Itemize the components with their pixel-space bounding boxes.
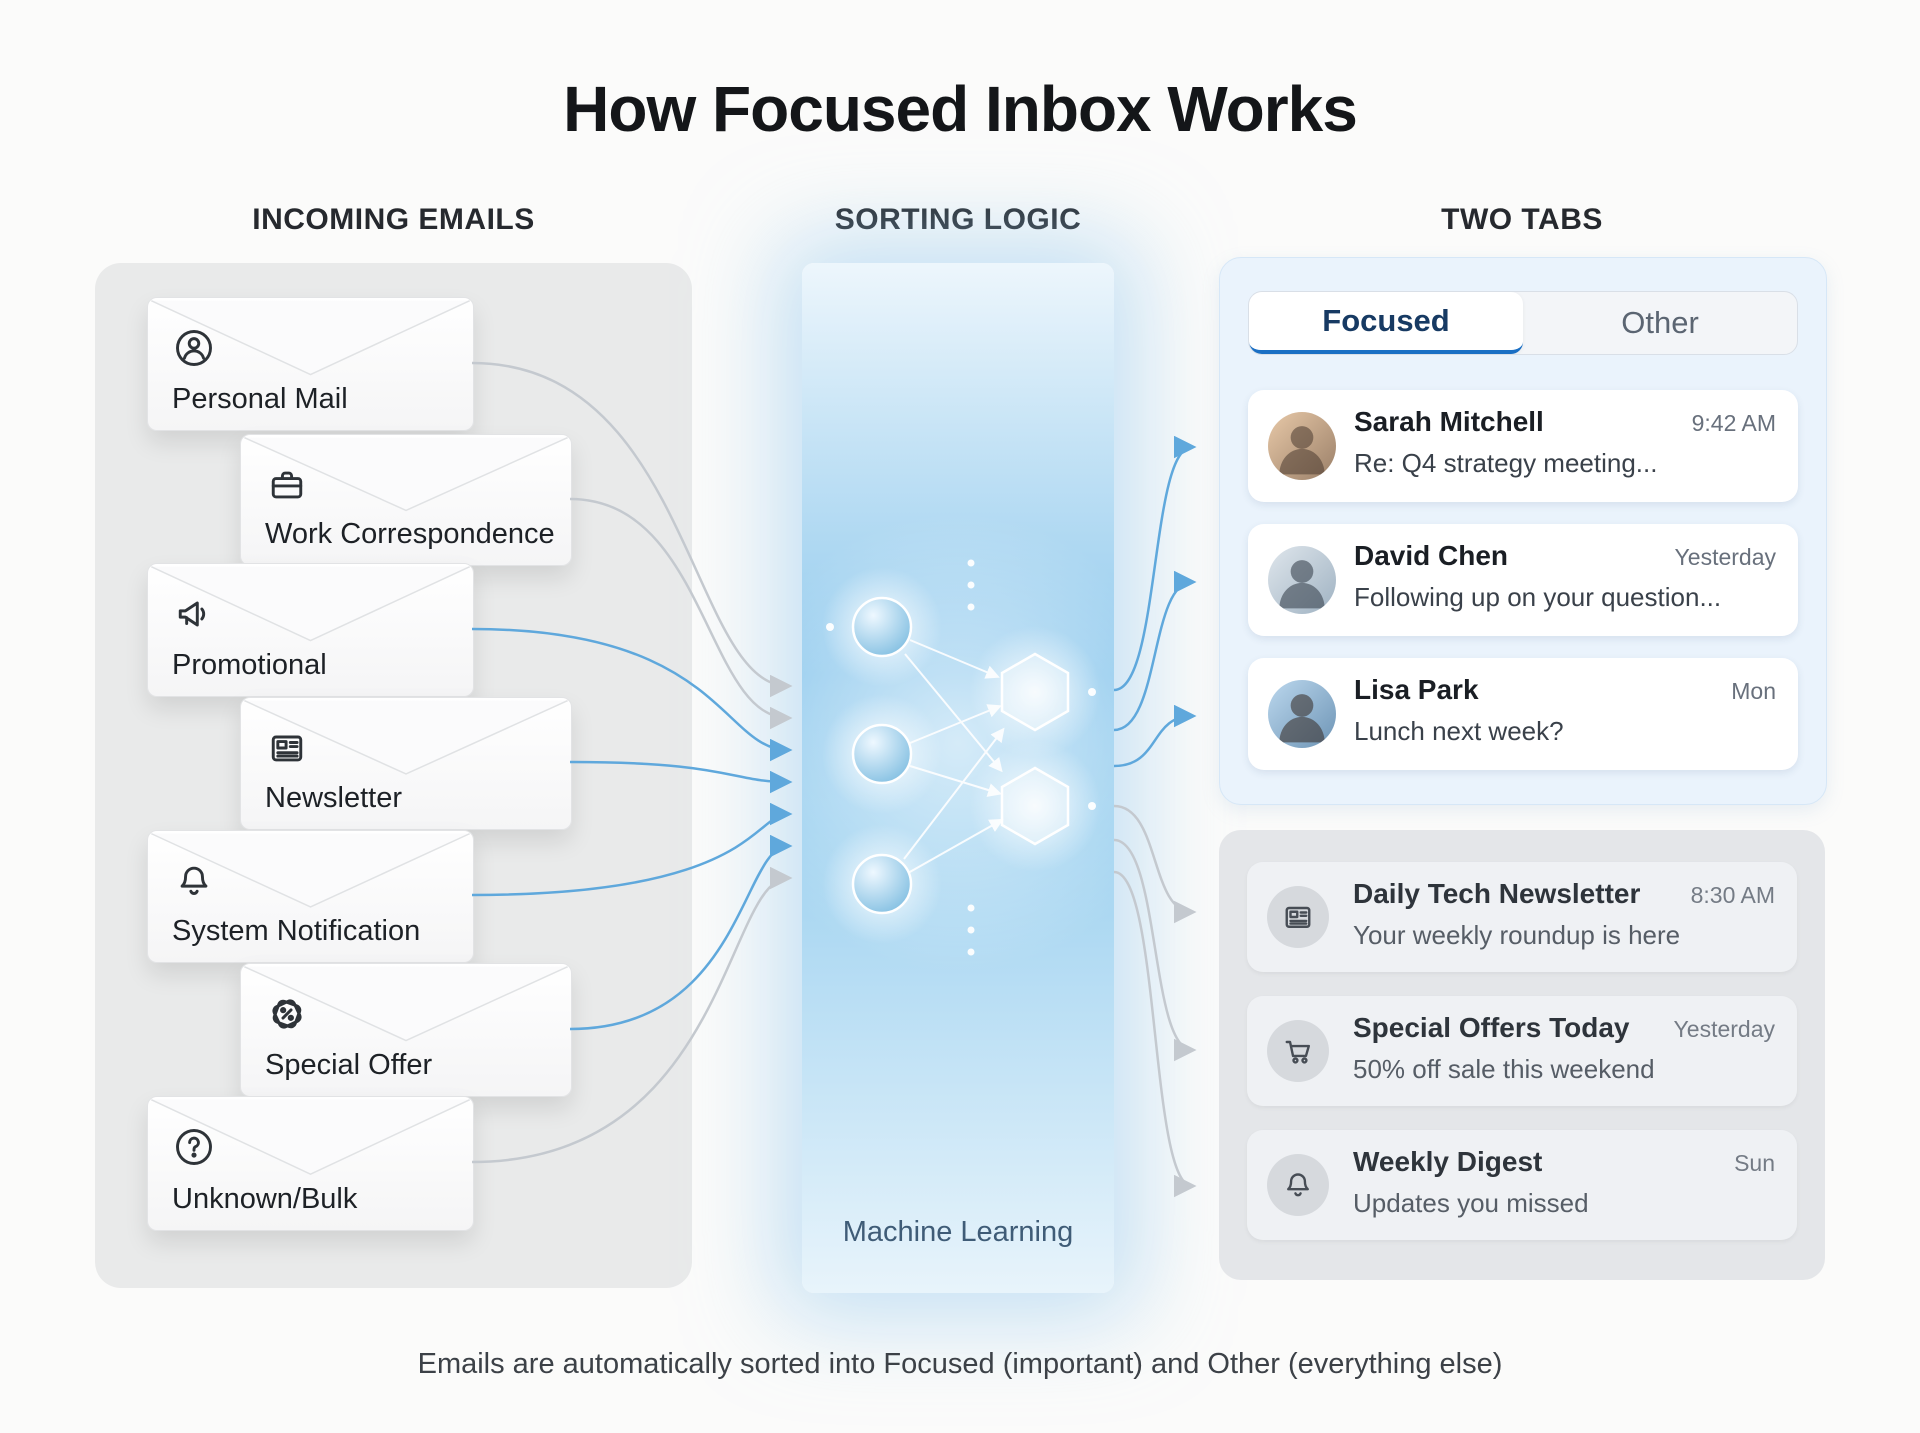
bell-icon — [172, 859, 216, 903]
person-icon — [172, 326, 216, 370]
email-category-label: Work Correspondence — [265, 518, 555, 550]
envelope-flap — [148, 1097, 473, 1230]
incoming-emails-header: INCOMING EMAILS — [252, 203, 535, 236]
megaphone-icon — [172, 592, 216, 636]
email-subject: Your weekly roundup is here — [1353, 920, 1681, 950]
email-time: Yesterday — [1674, 544, 1776, 570]
email-sender: Weekly Digest — [1353, 1146, 1543, 1177]
focused-email-row[interactable]: Lisa Park Mon Lunch next week? — [1248, 658, 1798, 770]
envelope-special-offer: Special Offer — [240, 963, 572, 1097]
machine-learning-label: Machine Learning — [842, 1216, 1074, 1248]
tab-focused[interactable]: Focused — [1249, 292, 1523, 354]
cart-icon — [1267, 1020, 1329, 1082]
question-icon — [172, 1125, 216, 1169]
email-sender: Daily Tech Newsletter — [1353, 878, 1641, 909]
briefcase-icon — [265, 463, 309, 507]
other-email-row[interactable]: Daily Tech Newsletter 8:30 AM Your weekl… — [1247, 862, 1797, 972]
tab-other[interactable]: Other — [1621, 305, 1699, 340]
envelope-unknown-bulk: Unknown/Bulk — [147, 1096, 474, 1231]
envelope-personal-mail: Personal Mail — [147, 297, 474, 431]
envelope-work-correspondence: Work Correspondence — [240, 434, 572, 566]
focused-email-row[interactable]: Sarah Mitchell 9:42 AM Re: Q4 strategy m… — [1248, 390, 1798, 502]
envelope-flap — [148, 298, 473, 430]
envelope-promotional: Promotional — [147, 563, 474, 697]
email-time: Mon — [1731, 678, 1776, 704]
email-category-label: Promotional — [172, 649, 327, 681]
focused-email-row[interactable]: David Chen Yesterday Following up on you… — [1248, 524, 1798, 636]
input-node — [851, 596, 913, 658]
newspaper-icon — [265, 726, 309, 770]
bell-icon — [1267, 1154, 1329, 1216]
email-sender: Sarah Mitchell — [1354, 406, 1544, 437]
email-sender: Special Offers Today — [1353, 1012, 1630, 1043]
output-node-hexagon — [1000, 652, 1070, 732]
avatar — [1268, 680, 1336, 748]
sorting-logic-header: SORTING LOGIC — [834, 203, 1082, 236]
input-node — [851, 853, 913, 915]
email-subject: 50% off sale this weekend — [1353, 1054, 1655, 1084]
email-sender: Lisa Park — [1354, 674, 1479, 705]
envelope-flap — [148, 831, 473, 962]
email-subject: Updates you missed — [1353, 1188, 1589, 1218]
email-category-label: System Notification — [172, 915, 421, 947]
avatar — [1268, 412, 1336, 480]
email-subject: Re: Q4 strategy meeting... — [1354, 448, 1658, 478]
email-subject: Following up on your question... — [1354, 582, 1722, 612]
email-time: Sun — [1734, 1150, 1775, 1176]
email-time: 8:30 AM — [1690, 882, 1775, 908]
output-node-hexagon — [1000, 766, 1070, 846]
discount-badge-icon — [265, 992, 309, 1036]
email-time: 9:42 AM — [1691, 410, 1776, 436]
newspaper-icon — [1267, 886, 1329, 948]
page-title: How Focused Inbox Works — [563, 73, 1358, 145]
email-category-label: Special Offer — [265, 1049, 433, 1081]
sorting-logic-band: Machine Learning — [802, 263, 1114, 1293]
email-category-label: Personal Mail — [172, 383, 348, 415]
envelope-system-notification: System Notification — [147, 830, 474, 963]
inbox-tab-bar: Focused Other — [1248, 291, 1798, 355]
email-time: Yesterday — [1673, 1016, 1775, 1042]
email-category-label: Unknown/Bulk — [172, 1183, 358, 1215]
avatar — [1268, 546, 1336, 614]
footer-caption: Emails are automatically sorted into Foc… — [417, 1348, 1503, 1380]
envelope-flap — [148, 564, 473, 696]
email-subject: Lunch next week? — [1354, 716, 1564, 746]
email-category-label: Newsletter — [265, 782, 402, 814]
envelope-newsletter: Newsletter — [240, 697, 572, 830]
other-email-row[interactable]: Special Offers Today Yesterday 50% off s… — [1247, 996, 1797, 1106]
email-sender: David Chen — [1354, 540, 1509, 571]
other-panel: Daily Tech Newsletter 8:30 AM Your weekl… — [1219, 830, 1825, 1280]
focused-panel: Focused Other Sarah Mitchell 9:42 AM Re:… — [1219, 257, 1827, 805]
two-tabs-header: TWO TABS — [1441, 203, 1603, 236]
neural-network-diagram — [802, 513, 1114, 973]
input-node — [851, 723, 913, 785]
other-email-row[interactable]: Weekly Digest Sun Updates you missed — [1247, 1130, 1797, 1240]
